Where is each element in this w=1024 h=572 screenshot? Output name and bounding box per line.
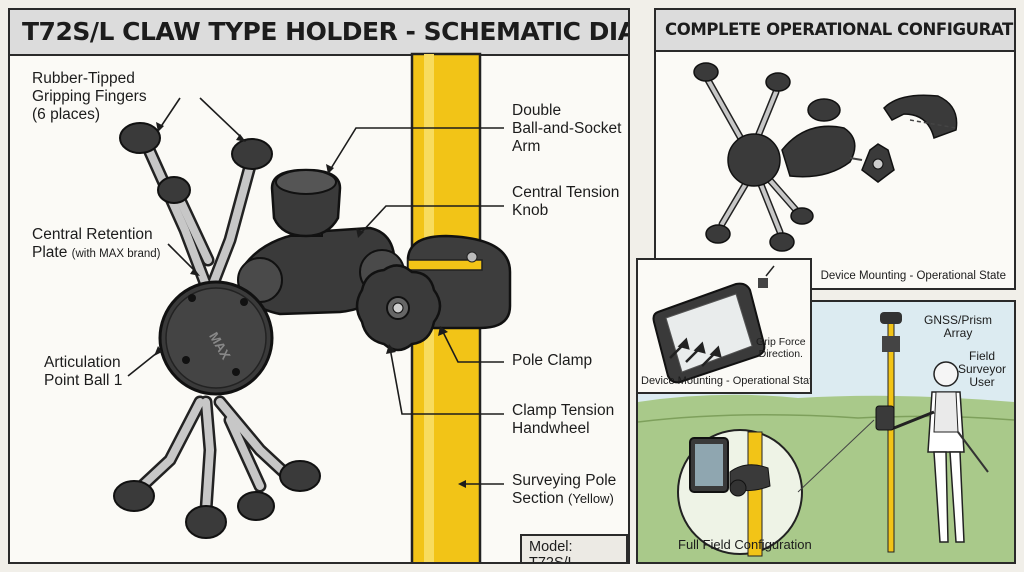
label-tension-knob: Central Tension Knob bbox=[512, 184, 619, 220]
label-pole-section: Surveying Pole Section (Yellow) bbox=[512, 472, 616, 508]
central-tension-knob bbox=[270, 168, 342, 238]
label-gnss-line1: GNSS/Prism bbox=[924, 313, 993, 327]
label-articulation-line1: Articulation bbox=[44, 354, 121, 371]
diagram-title: T72S/L CLAW TYPE HOLDER - SCHEMATIC DIAG… bbox=[22, 17, 628, 46]
grip-line2: Direction. bbox=[758, 348, 803, 360]
label-pole-line1: Surveying Pole bbox=[512, 472, 617, 489]
label-pole-clamp: Pole Clamp bbox=[512, 352, 593, 369]
label-arm-line3: Arm bbox=[512, 138, 541, 155]
field-scene bbox=[638, 302, 1014, 562]
retention-plate bbox=[158, 280, 274, 396]
holder-illustration: MAX bbox=[113, 52, 512, 562]
title-bar: T72S/L CLAW TYPE HOLDER - SCHEMATIC DIAG… bbox=[10, 10, 628, 56]
label-handwheel: Clamp Tension Handwheel bbox=[512, 402, 614, 438]
label-handwheel-line2: Handwheel bbox=[512, 420, 590, 437]
model-badge: Model: T72S/L bbox=[520, 534, 628, 562]
label-pole-color: (Yellow) bbox=[568, 491, 614, 506]
label-plate-brand-note: (with MAX brand) bbox=[71, 248, 161, 260]
field-caption: Full Field Configuration bbox=[678, 537, 812, 552]
config-header: COMPLETE OPERATIONAL CONFIGURATION bbox=[656, 10, 1014, 52]
label-pole-line2: Section bbox=[512, 490, 564, 507]
label-fingers-line3: (6 places) bbox=[32, 106, 101, 123]
label-fingers: Rubber-Tipped Gripping Fingers (6 places… bbox=[32, 70, 147, 124]
grip-force-label: Grip Force Direction. bbox=[756, 336, 806, 360]
label-arm: Double Ball-and-Socket Arm bbox=[512, 102, 621, 156]
leader-lines bbox=[127, 97, 504, 485]
inset-caption: Device Mounting - Operational State bbox=[641, 375, 812, 387]
label-plate-line2: Plate bbox=[32, 244, 68, 261]
clamp-handwheel bbox=[355, 264, 442, 352]
device-mount-illustration bbox=[652, 265, 775, 384]
label-surveyor-line3: User bbox=[969, 375, 995, 389]
schematic-panel: T72S/L CLAW TYPE HOLDER - SCHEMATIC DIAG… bbox=[8, 8, 630, 564]
label-handwheel-line1: Clamp Tension bbox=[512, 402, 615, 419]
label-surveyor-line2: Surveyor bbox=[958, 362, 1007, 376]
label-arm-line1: Double bbox=[512, 102, 562, 119]
config-title: COMPLETE OPERATIONAL CONFIGURATION bbox=[665, 20, 1016, 39]
label-gnss-line2: Array bbox=[943, 326, 973, 340]
label-plate-line1: Central Retention bbox=[32, 226, 153, 243]
leader-arrowheads bbox=[154, 122, 466, 488]
label-gnss: GNSS/Prism Array bbox=[924, 314, 992, 340]
operational-config-panel: COMPLETE OPERATIONAL CONFIGURATION Devic… bbox=[654, 8, 1016, 290]
label-fingers-line2: Gripping Fingers bbox=[32, 88, 147, 105]
device-mount-inset: Grip Force Direction. Device Mounting - … bbox=[636, 258, 812, 394]
label-retention-plate: Central Retention Plate (with MAX brand) bbox=[32, 226, 161, 263]
rubber-tips bbox=[113, 122, 321, 539]
label-arm-line2: Ball-and-Socket bbox=[512, 120, 622, 137]
label-fingers-line1: Rubber-Tipped bbox=[32, 70, 135, 87]
label-articulation-line2: Point Ball 1 bbox=[44, 372, 123, 389]
label-knob-line2: Knob bbox=[512, 202, 549, 219]
label-surveyor-line1: Field bbox=[969, 349, 996, 363]
exploded-view bbox=[693, 62, 958, 252]
config-caption: Device Mounting - Operational State bbox=[820, 270, 1006, 282]
label-surveyor: Field Surveyor User bbox=[958, 350, 1006, 389]
label-knob-line1: Central Tension bbox=[512, 184, 620, 201]
label-articulation: Articulation Point Ball 1 bbox=[44, 354, 122, 390]
grip-line1: Grip Force bbox=[756, 336, 806, 348]
